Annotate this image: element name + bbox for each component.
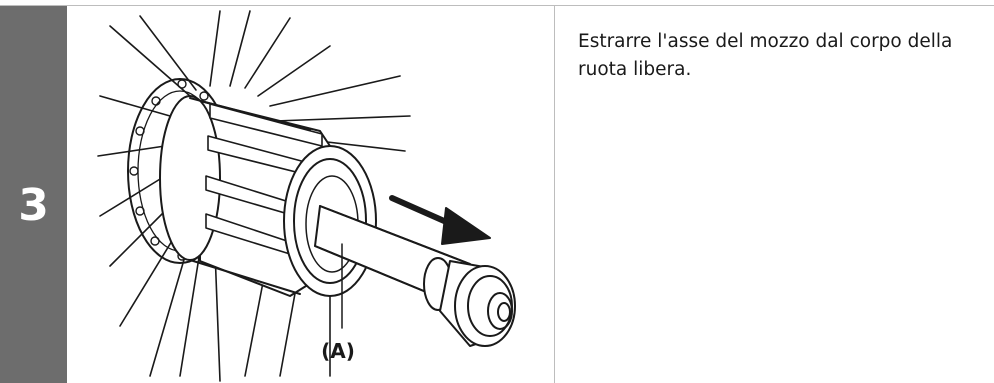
column-divider [554, 6, 555, 383]
freewheel-body [159, 95, 377, 297]
top-rule [0, 5, 994, 6]
hub-axle-illustration: (A) [97, 10, 516, 382]
pull-direction-arrow [389, 195, 491, 245]
hub-axle [314, 205, 516, 347]
callout-label: (A) [321, 339, 355, 363]
step-number: 3 [18, 180, 49, 231]
step-instruction-text: Estrarre l'asse del mozzo dal corpo dell… [578, 31, 953, 80]
step-number-bar: 3 [0, 6, 67, 383]
